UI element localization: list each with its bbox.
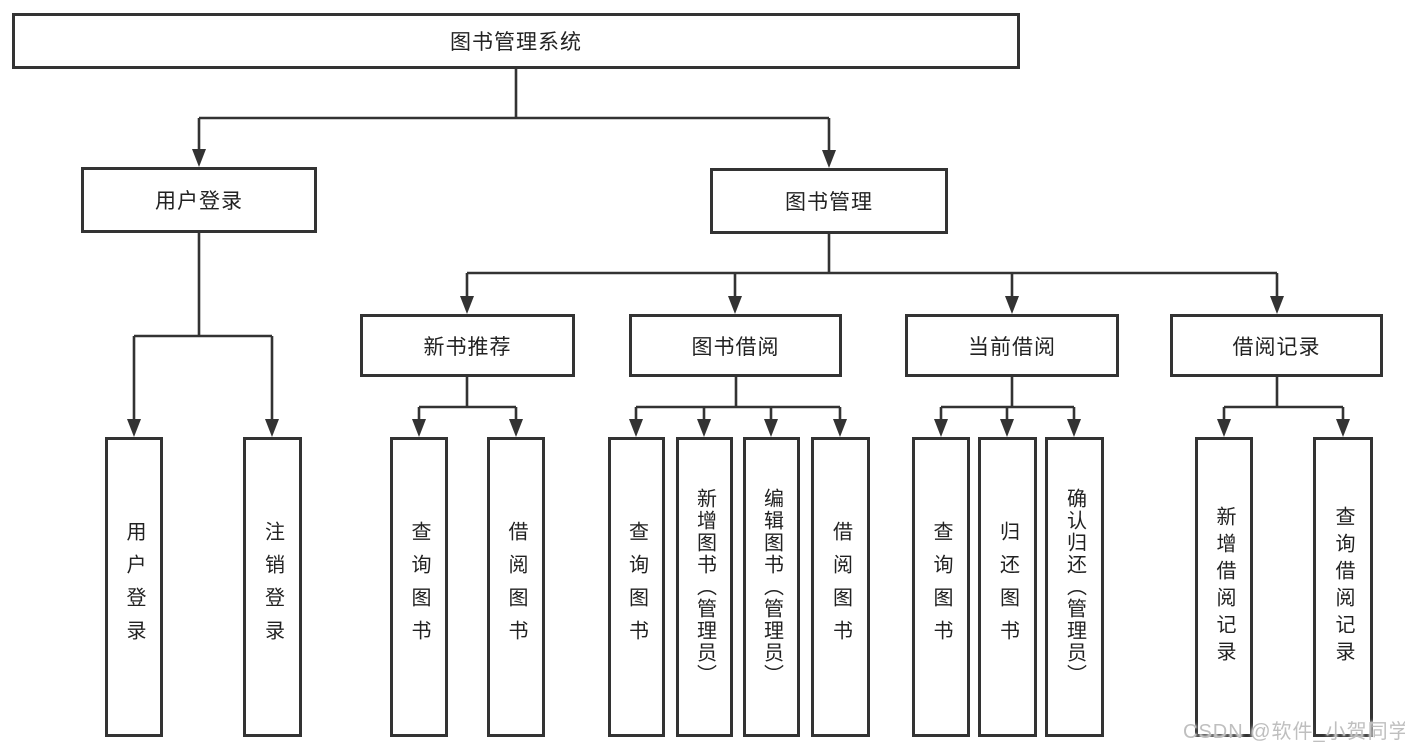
node-label: 查询图书 [408, 521, 430, 653]
node-label: 图书借阅 [691, 335, 780, 359]
node-library-management-system: 图书管理系统 [12, 13, 1020, 69]
leaf-query-borrow-record: 查询借阅记录 [1313, 437, 1373, 737]
node-label: 借阅图书 [829, 521, 852, 653]
leaf-add-borrow-record: 新增借阅记录 [1195, 437, 1253, 737]
leaf-user-login: 用户登录 [105, 437, 163, 737]
arrowhead-group [127, 149, 1350, 437]
node-label: 图书管理系统 [450, 31, 582, 54]
leaf-confirm-return-admin: 确认归还（管理员） [1045, 437, 1104, 737]
node-label: 编辑图书（管理员） [760, 488, 783, 686]
node-current-borrowing: 当前借阅 [905, 314, 1119, 377]
leaf-borrow-book: 借阅图书 [487, 437, 545, 737]
leaf-query-book: 查询图书 [608, 437, 665, 737]
leaf-edit-book-admin: 编辑图书（管理员） [743, 437, 800, 737]
node-label: 查询借阅记录 [1332, 506, 1354, 668]
csdn-watermark: CSDN @软件_小贺同学 [1183, 721, 1405, 743]
node-label: 借阅图书 [505, 521, 527, 653]
leaf-query-book: 查询图书 [390, 437, 448, 737]
node-label: 查询图书 [930, 521, 952, 653]
node-label: 新书推荐 [423, 335, 512, 359]
leaf-borrow-book: 借阅图书 [811, 437, 870, 737]
node-label: 新增图书（管理员） [693, 488, 716, 686]
node-book-borrowing: 图书借阅 [629, 314, 842, 377]
node-label: 借阅记录 [1232, 335, 1321, 359]
node-label: 当前借阅 [968, 335, 1056, 359]
node-label: 归还图书 [996, 521, 1019, 653]
leaf-add-book-admin: 新增图书（管理员） [676, 437, 733, 737]
node-label: 新增借阅记录 [1213, 506, 1235, 668]
leaf-return-book: 归还图书 [978, 437, 1037, 737]
node-book-management: 图书管理 [710, 168, 948, 234]
node-label: 查询图书 [625, 521, 648, 653]
node-label: 注销登录 [261, 521, 284, 653]
node-borrowing-records: 借阅记录 [1170, 314, 1383, 377]
node-user-login: 用户登录 [81, 167, 317, 233]
node-label: 用户登录 [155, 190, 243, 213]
node-label: 图书管理 [785, 191, 873, 214]
node-label: 确认归还（管理员） [1063, 488, 1086, 686]
node-label: 用户登录 [123, 521, 145, 653]
leaf-logout: 注销登录 [243, 437, 302, 737]
node-new-book-recommendation: 新书推荐 [360, 314, 575, 377]
leaf-query-book: 查询图书 [912, 437, 970, 737]
